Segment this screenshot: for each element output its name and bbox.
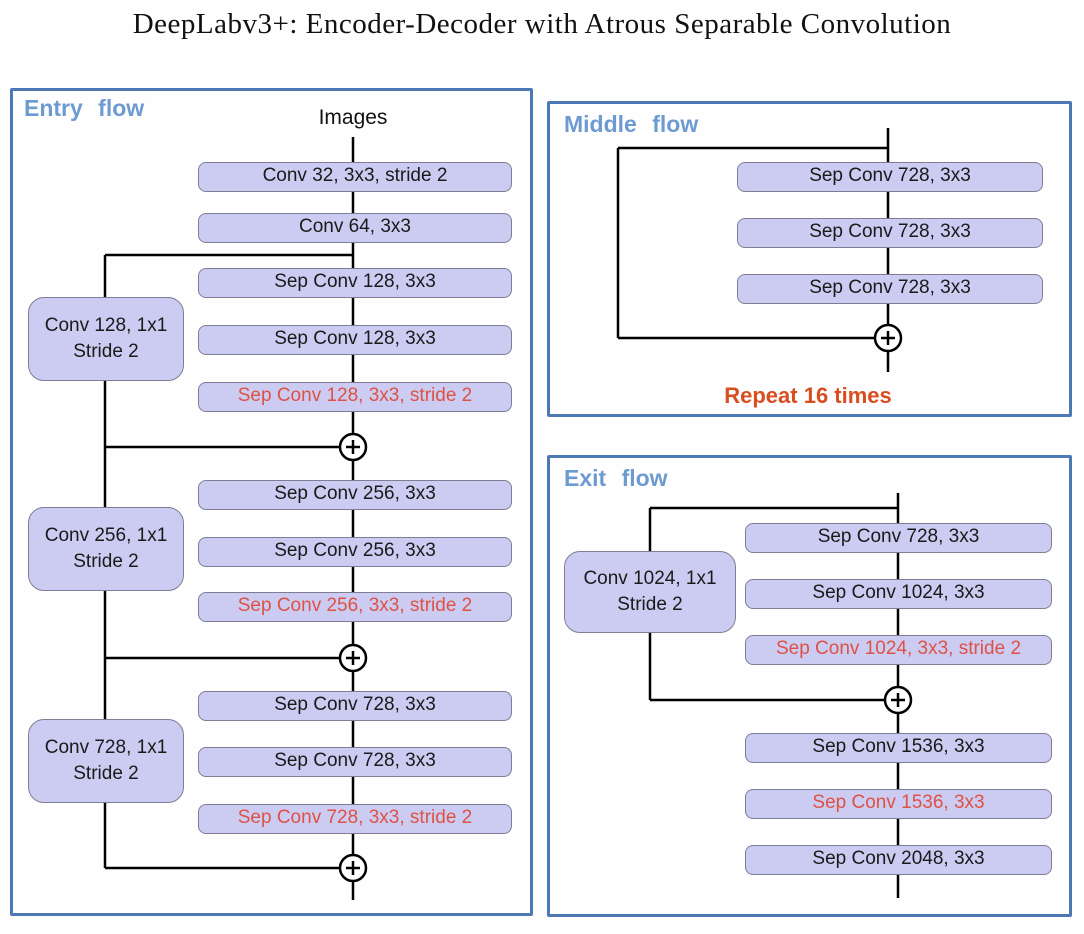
node-conv-64-3x3: Conv 64, 3x3 — [198, 213, 512, 243]
side-node-line2: Stride 2 — [617, 594, 683, 615]
node-exit-sep-conv-1536-b: Sep Conv 1536, 3x3 — [745, 789, 1052, 819]
node-exit-sep-conv-1024: Sep Conv 1024, 3x3 — [745, 579, 1052, 609]
exit-flow-panel — [547, 455, 1072, 917]
node-conv-728-1x1-stride-2: Conv 728, 1x1 Stride 2 — [28, 719, 184, 803]
images-input-label: Images — [318, 106, 388, 129]
repeat-16-times-note: Repeat 16 times — [724, 383, 892, 408]
node-conv-256-1x1-stride-2: Conv 256, 1x1 Stride 2 — [28, 507, 184, 591]
node-exit-sep-conv-2048: Sep Conv 2048, 3x3 — [745, 845, 1052, 875]
side-node-line1: Conv 128, 1x1 — [44, 315, 168, 336]
node-sep-conv-128-a: Sep Conv 128, 3x3 — [198, 268, 512, 298]
side-node-line1: Conv 256, 1x1 — [44, 525, 168, 546]
node-exit-sep-conv-1536-a: Sep Conv 1536, 3x3 — [745, 733, 1052, 763]
node-mid-sep-conv-728-c: Sep Conv 728, 3x3 — [737, 274, 1043, 304]
entry-flow-label: Entry flow — [24, 95, 145, 121]
node-sep-conv-728-b: Sep Conv 728, 3x3 — [198, 747, 512, 777]
node-conv-32-3x3-stride-2: Conv 32, 3x3, stride 2 — [198, 162, 512, 192]
node-sep-conv-128-b: Sep Conv 128, 3x3 — [198, 325, 512, 355]
diagram-title: DeepLabv3+: Encoder-Decoder with Atrous … — [132, 8, 952, 40]
exit-flow-label: Exit flow — [564, 465, 668, 491]
side-node-line2: Stride 2 — [73, 341, 139, 362]
node-mid-sep-conv-728-b: Sep Conv 728, 3x3 — [737, 218, 1043, 248]
node-conv-128-1x1-stride-2: Conv 128, 1x1 Stride 2 — [28, 297, 184, 381]
node-exit-sep-conv-728: Sep Conv 728, 3x3 — [745, 523, 1052, 553]
side-node-line2: Stride 2 — [73, 763, 139, 784]
node-sep-conv-256-stride-2: Sep Conv 256, 3x3, stride 2 — [198, 592, 512, 622]
node-sep-conv-728-a: Sep Conv 728, 3x3 — [198, 691, 512, 721]
middle-flow-panel — [547, 101, 1072, 417]
middle-flow-label: Middle flow — [564, 111, 699, 137]
node-sep-conv-128-stride-2: Sep Conv 128, 3x3, stride 2 — [198, 382, 512, 412]
node-conv-1024-1x1-stride-2: Conv 1024, 1x1 Stride 2 — [564, 551, 736, 633]
side-node-line1: Conv 1024, 1x1 — [583, 568, 717, 589]
node-sep-conv-256-a: Sep Conv 256, 3x3 — [198, 480, 512, 510]
side-node-line1: Conv 728, 1x1 — [44, 737, 168, 758]
node-sep-conv-256-b: Sep Conv 256, 3x3 — [198, 537, 512, 567]
side-node-line2: Stride 2 — [73, 551, 139, 572]
entry-flow-panel — [10, 88, 533, 916]
node-sep-conv-728-stride-2: Sep Conv 728, 3x3, stride 2 — [198, 804, 512, 834]
node-mid-sep-conv-728-a: Sep Conv 728, 3x3 — [737, 162, 1043, 192]
node-exit-sep-conv-1024-stride-2: Sep Conv 1024, 3x3, stride 2 — [745, 635, 1052, 665]
